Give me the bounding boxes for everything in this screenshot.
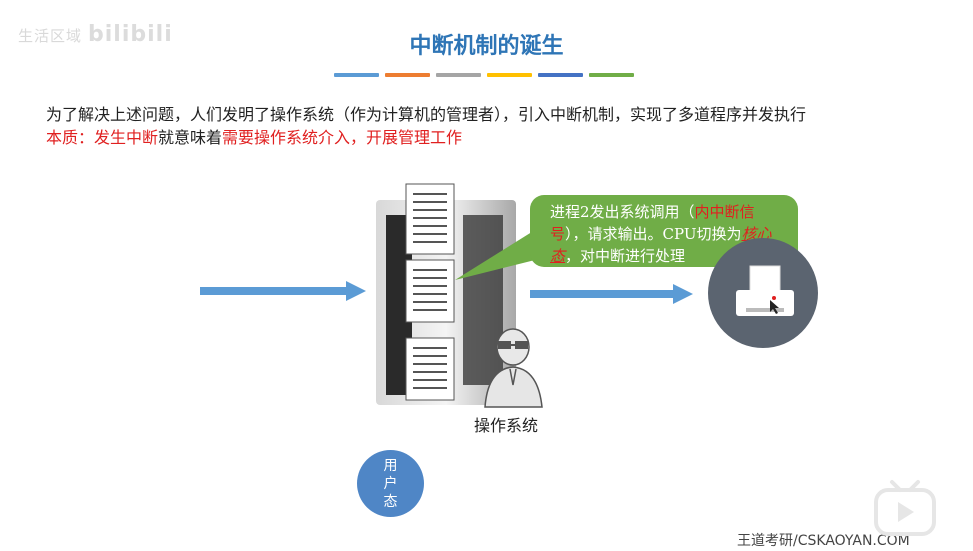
document-icon bbox=[406, 184, 454, 254]
color-bar bbox=[436, 73, 481, 77]
essence-highlight: 需要操作系统介入，开展管理工作 bbox=[222, 128, 462, 147]
document-icon bbox=[406, 260, 454, 322]
left-arrow-icon bbox=[200, 281, 368, 301]
user-mode-char: 户 bbox=[384, 475, 398, 493]
os-label: 操作系统 bbox=[474, 412, 538, 436]
color-bar bbox=[589, 73, 634, 77]
slide-title: 中断机制的诞生 bbox=[0, 28, 973, 60]
color-bar bbox=[334, 73, 379, 77]
essence-label: 本质：发生中断 bbox=[46, 128, 158, 147]
user-mode-circle: 用 户 态 bbox=[357, 450, 424, 517]
right-arrow-icon bbox=[530, 284, 695, 304]
color-bar bbox=[538, 73, 583, 77]
play-icon[interactable] bbox=[870, 478, 940, 538]
title-color-bars bbox=[334, 73, 634, 77]
color-bar bbox=[487, 73, 532, 77]
user-mode-char: 态 bbox=[384, 493, 398, 511]
essence-text: 本质：发生中断就意味着需要操作系统介入，开展管理工作 bbox=[46, 124, 462, 148]
user-mode-char: 用 bbox=[384, 457, 398, 475]
callout-text-3: ，对中断进行处理 bbox=[565, 247, 685, 265]
operating-system-person-icon bbox=[480, 327, 550, 412]
color-bar bbox=[385, 73, 430, 77]
essence-connector: 就意味着 bbox=[158, 128, 222, 147]
document-icon bbox=[406, 338, 454, 400]
intro-text: 为了解决上述问题，人们发明了操作系统（作为计算机的管理者），引入中断机制，实现了… bbox=[46, 101, 806, 125]
printer-icon bbox=[708, 238, 818, 348]
callout-text-1: 进程2发出系统调用（ bbox=[550, 203, 695, 221]
